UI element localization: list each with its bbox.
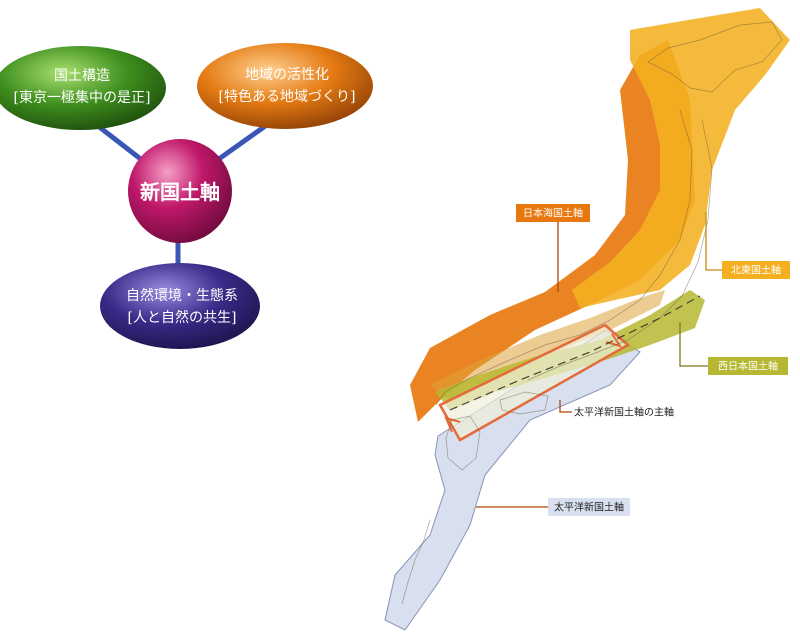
node-regional-revitalization: 地域の活性化 [特色ある地域づくり] (197, 43, 373, 129)
japan-sea-axis-shape (410, 40, 695, 422)
hokuto-axis-shape (572, 8, 790, 308)
coastline-honshu-pacific (527, 119, 713, 381)
label-pacific-text: 太平洋新国土軸 (554, 501, 624, 514)
coastline-shikoku (499, 391, 549, 415)
hub-center: 新国土軸 (128, 139, 232, 243)
label-pacific: 太平洋新国土軸 (476, 498, 630, 516)
pacific-axis-shape (384, 329, 641, 631)
label-japan-sea-text: 日本海国土軸 (523, 207, 583, 220)
leader-pacific-main (559, 400, 572, 413)
hub-center-label: 新国土軸 (140, 180, 220, 204)
node-nature-line1: 自然環境・生態系 (126, 287, 238, 304)
node-nature-line2: [人と自然の共生] (128, 309, 237, 326)
leader-hokuto (705, 212, 722, 271)
label-pacific-main-text: 太平洋新国土軸の主軸 (574, 406, 674, 419)
pacific-main-axis-arrow-west (444, 416, 461, 433)
node-national-structure: 国土構造 [東京一極集中の是正] (0, 46, 166, 130)
node-nature-ecosystem: 自然環境・生態系 [人と自然の共生] (100, 263, 260, 349)
coastline-ryukyu (401, 519, 431, 605)
node-national-line1: 国土構造 (54, 68, 110, 84)
label-hokuto-text: 北東国土軸 (731, 264, 781, 277)
label-hokuto: 北東国土軸 (705, 212, 790, 279)
coastline-hokkaido (647, 21, 783, 93)
coastline-kyushu (445, 415, 481, 471)
label-pacific-main: 太平洋新国土軸の主軸 (559, 400, 680, 421)
node-national-line2: [東京一極集中の是正] (14, 89, 151, 106)
pacific-main-axis-arrow-east (605, 333, 623, 348)
japan-map (384, 8, 790, 631)
pacific-main-axis-shape (438, 323, 631, 442)
label-west-japan-text: 西日本国土軸 (718, 360, 778, 373)
leader-west-japan (679, 322, 708, 367)
node-regional-line1: 地域の活性化 (245, 67, 329, 83)
coastline-honshu (435, 109, 693, 406)
label-japan-sea: 日本海国土軸 (516, 204, 590, 292)
node-regional-line2: [特色ある地域づくり] (219, 88, 356, 105)
label-west-japan: 西日本国土軸 (679, 322, 788, 375)
